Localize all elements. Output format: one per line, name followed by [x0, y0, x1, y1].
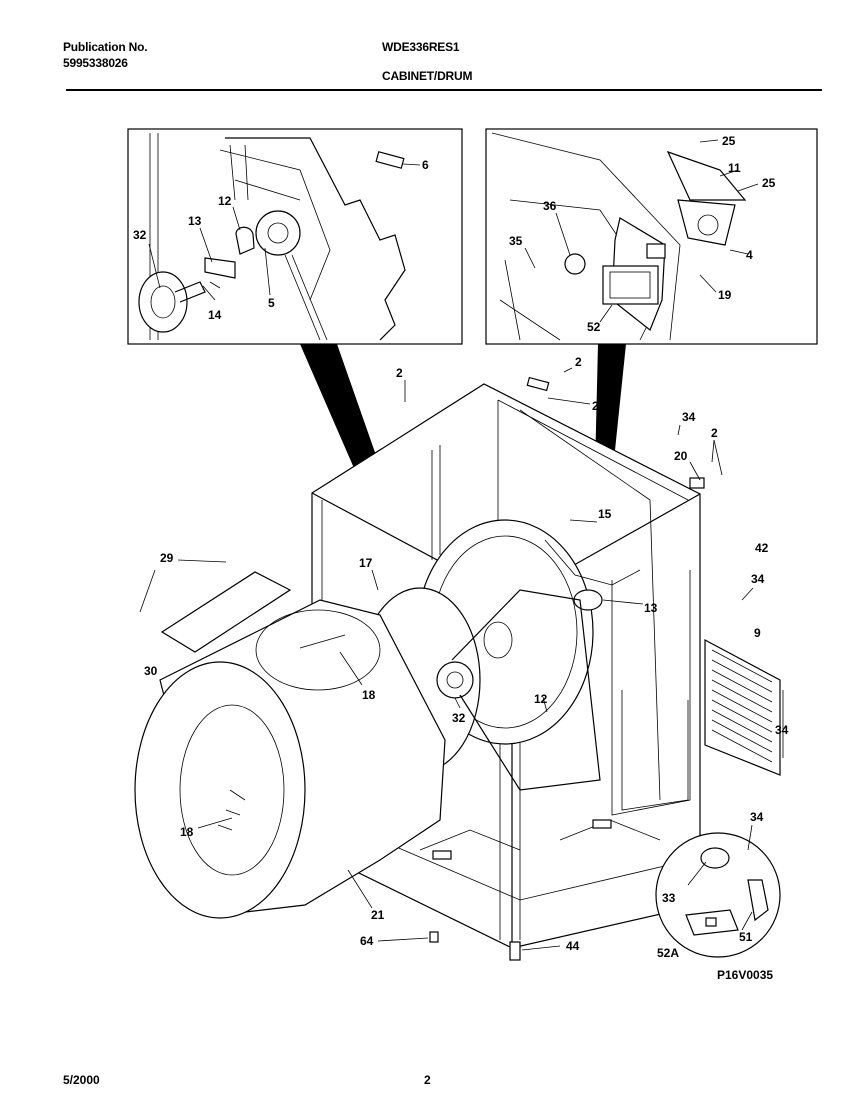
callout-label: 6	[422, 158, 429, 172]
callout-label: 12	[218, 194, 232, 208]
callout-label: 34	[775, 723, 789, 737]
callout-label: 35	[509, 234, 523, 248]
callout-label: 20	[592, 399, 606, 413]
publication-number: 5995338026	[63, 56, 128, 70]
callout-label: 32	[452, 711, 466, 725]
callout-label: 32	[133, 228, 147, 242]
callout-label: 15	[598, 507, 612, 521]
callout-label: 30	[144, 664, 158, 678]
thermostat-detail	[655, 832, 781, 958]
callout-label: 52A	[657, 946, 679, 960]
callout-label: 17	[359, 556, 373, 570]
callout-label: 19	[718, 288, 732, 302]
callout-label: 64	[360, 934, 374, 948]
callout-label: 2	[575, 355, 582, 369]
callout-label: 33	[662, 891, 676, 905]
callout-label: 11	[728, 161, 741, 175]
callout-label: 4	[746, 248, 753, 262]
callout-label: 34	[751, 572, 765, 586]
model-number: WDE336RES1	[382, 40, 460, 54]
main-callouts: 2 2 20 34 2 20 15 42 29 17 34 13 9 30 18…	[144, 355, 789, 960]
callout-label: 25	[762, 176, 776, 190]
callout-label: 2	[711, 426, 718, 440]
callout-label: 42	[755, 541, 769, 555]
figure-code: P16V0035	[717, 968, 774, 982]
callout-label: 36	[543, 199, 557, 213]
callout-label: 18	[362, 688, 376, 702]
callout-label: 44	[566, 939, 580, 953]
callout-label: 9	[754, 626, 761, 640]
callout-label: 18	[180, 825, 194, 839]
callout-label: 21	[371, 908, 385, 922]
callout-label: 5	[268, 296, 275, 310]
callout-label: 12	[534, 692, 548, 706]
callout-label: 29	[160, 551, 174, 565]
callout-label: 13	[188, 214, 202, 228]
callout-label: 25	[722, 134, 736, 148]
leader-lines	[139, 367, 784, 951]
callout-label: 13	[644, 601, 658, 615]
callout-label: 20	[674, 449, 688, 463]
left-inset: 32 13 12 5 14 6	[127, 128, 463, 345]
callout-label: 51	[739, 930, 753, 944]
cabinet	[134, 376, 781, 961]
page-number: 2	[424, 1073, 431, 1087]
publication-label: Publication No.	[63, 40, 148, 54]
callout-label: 52	[587, 320, 601, 334]
footer-date: 5/2000	[63, 1073, 100, 1087]
callout-label: 14	[208, 308, 222, 322]
callout-label: 34	[750, 810, 764, 824]
header-rule	[66, 89, 822, 91]
callout-label: 2	[396, 366, 403, 380]
callout-label: 34	[682, 410, 696, 424]
section-title: CABINET/DRUM	[382, 69, 473, 83]
right-inset: 25 11 25 36 35 4 19 52	[485, 128, 818, 345]
